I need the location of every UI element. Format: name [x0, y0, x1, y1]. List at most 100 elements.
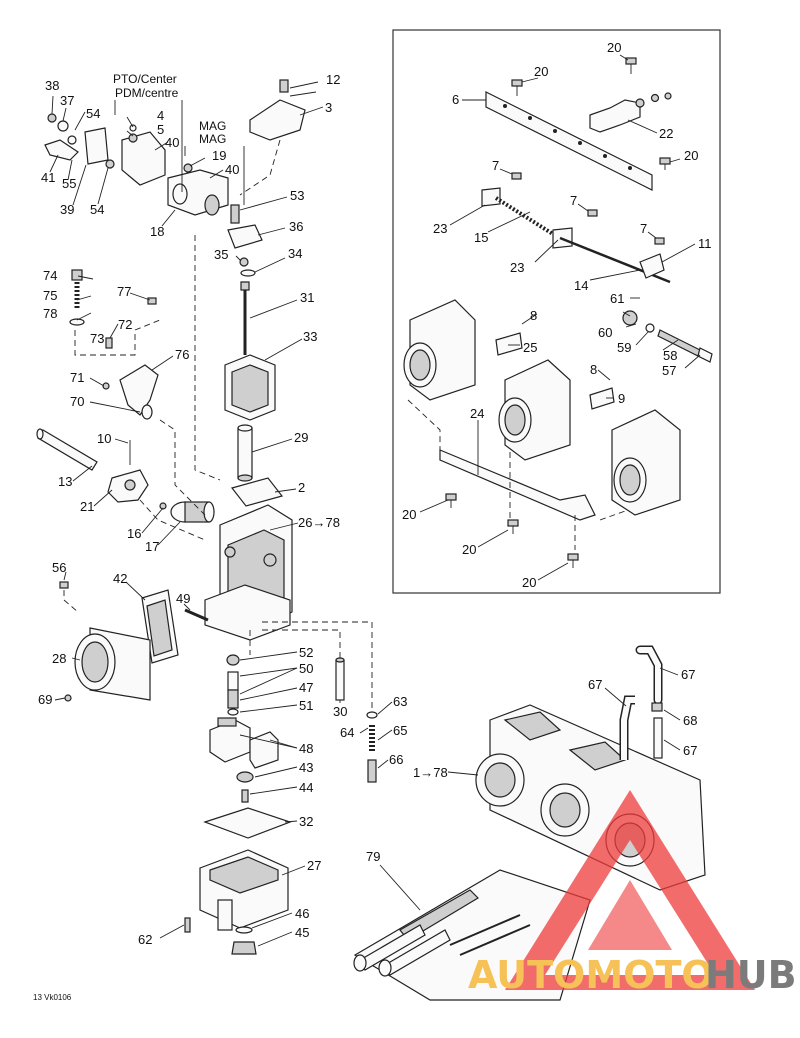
- callout-29: 29: [294, 430, 308, 445]
- callout-7: 7: [492, 158, 499, 173]
- callout-41: 41: [41, 170, 55, 185]
- callout-57: 57: [662, 363, 676, 378]
- inset-frame: [392, 29, 721, 594]
- callout-70: 70: [70, 394, 84, 409]
- callout-56: 56: [52, 560, 66, 575]
- part-float-bowl: [184, 849, 289, 933]
- leader-lines: [49, 54, 701, 947]
- part-bracket: [589, 99, 641, 133]
- part-washer: [235, 926, 253, 934]
- callout-1: 1→78: [413, 765, 448, 780]
- callout-75: 75: [43, 288, 57, 303]
- callout-6: 6: [452, 92, 459, 107]
- callout-32: 32: [299, 814, 313, 829]
- part-vent-hoses: [619, 645, 663, 760]
- callout-51: 51: [299, 698, 313, 713]
- callout-71: 71: [70, 370, 84, 385]
- callout-59: 59: [617, 340, 631, 355]
- part-screw-49: [184, 608, 209, 622]
- callout-61: 61: [610, 291, 624, 306]
- callout-40: 40: [225, 162, 239, 177]
- callout-65: 65: [393, 723, 407, 738]
- callout-54: 54: [86, 106, 100, 121]
- callout-42: 42: [113, 571, 127, 586]
- watermark-triangle-icon: [505, 790, 755, 990]
- header-mag: MAG: [199, 119, 226, 133]
- part-idle-screw: [69, 269, 157, 349]
- callout-79: 79: [366, 849, 380, 864]
- callout-15: 15: [474, 230, 488, 245]
- callout-21: 21: [80, 499, 94, 514]
- callout-23: 23: [510, 260, 524, 275]
- header-pto-center: PTO/Center: [113, 72, 177, 86]
- callout-13: 13: [58, 474, 72, 489]
- callout-5: 5: [157, 122, 164, 137]
- callout-73: 73: [90, 331, 104, 346]
- callout-7: 7: [640, 221, 647, 236]
- callout-7: 7: [570, 193, 577, 208]
- part-screw-12: [279, 79, 289, 93]
- callout-8: 8: [530, 308, 537, 323]
- callout-48: 48: [299, 741, 313, 756]
- callout-47: 47: [299, 680, 313, 695]
- callout-33: 33: [303, 329, 317, 344]
- callout-55: 55: [62, 176, 76, 191]
- callout-46: 46: [295, 906, 309, 921]
- part-needle-jet: [237, 424, 253, 482]
- part-intake-adapter: [59, 581, 151, 702]
- part-shaft: [481, 172, 671, 284]
- part-air-screw: [366, 711, 378, 783]
- part-lever-mag: [167, 163, 229, 216]
- callout-30: 30: [333, 704, 347, 719]
- callout-9: 9: [618, 391, 625, 406]
- callout-24: 24: [470, 406, 484, 421]
- callout-39: 39: [60, 202, 74, 217]
- callout-69: 69: [38, 692, 52, 707]
- callout-36: 36: [289, 219, 303, 234]
- callout-67: 67: [588, 677, 602, 692]
- callout-38: 38: [45, 78, 59, 93]
- callout-37: 37: [60, 93, 74, 108]
- header-mag-2: MAG: [199, 132, 226, 146]
- part-throttle-shaft: [36, 428, 149, 503]
- callout-34: 34: [288, 246, 302, 261]
- callout-3: 3: [325, 100, 332, 115]
- part-cover: [249, 99, 306, 141]
- part-bar: [485, 91, 653, 191]
- callout-12: 12: [326, 72, 340, 87]
- callout-14: 14: [574, 278, 588, 293]
- callout-40: 40: [165, 135, 179, 150]
- callout-63: 63: [393, 694, 407, 709]
- callout-72: 72: [118, 317, 132, 332]
- callout-20: 20: [684, 148, 698, 163]
- part-gasket: [230, 477, 284, 507]
- callout-20: 20: [522, 575, 536, 590]
- part-carburetor-body: [204, 504, 293, 641]
- part-lever-pto: [121, 124, 166, 186]
- callout-68: 68: [683, 713, 697, 728]
- callout-64: 64: [340, 725, 354, 740]
- callout-78: 78: [43, 306, 57, 321]
- part-plate: [439, 449, 596, 521]
- callout-23: 23: [433, 221, 447, 236]
- watermark-hub: HUB: [705, 953, 797, 997]
- callout-66: 66: [389, 752, 403, 767]
- part-screws-20: [445, 493, 579, 568]
- callout-8: 8: [590, 362, 597, 377]
- part-pilot-jet: [335, 657, 345, 701]
- callout-52: 52: [299, 645, 313, 660]
- callout-11: 11: [698, 236, 712, 251]
- part-bowl-gasket: [203, 807, 292, 839]
- part-throttle-lever: [102, 364, 159, 420]
- part-drain-plug: [231, 941, 257, 955]
- callout-4: 4: [157, 108, 164, 123]
- callout-53: 53: [290, 188, 304, 203]
- callout-67: 67: [683, 743, 697, 758]
- part-screws: [511, 57, 672, 170]
- callout-43: 43: [299, 760, 313, 775]
- callout-20: 20: [462, 542, 476, 557]
- part-bracket-36: [227, 204, 263, 277]
- callout-10: 10: [97, 431, 111, 446]
- part-choke-lever: [44, 113, 115, 169]
